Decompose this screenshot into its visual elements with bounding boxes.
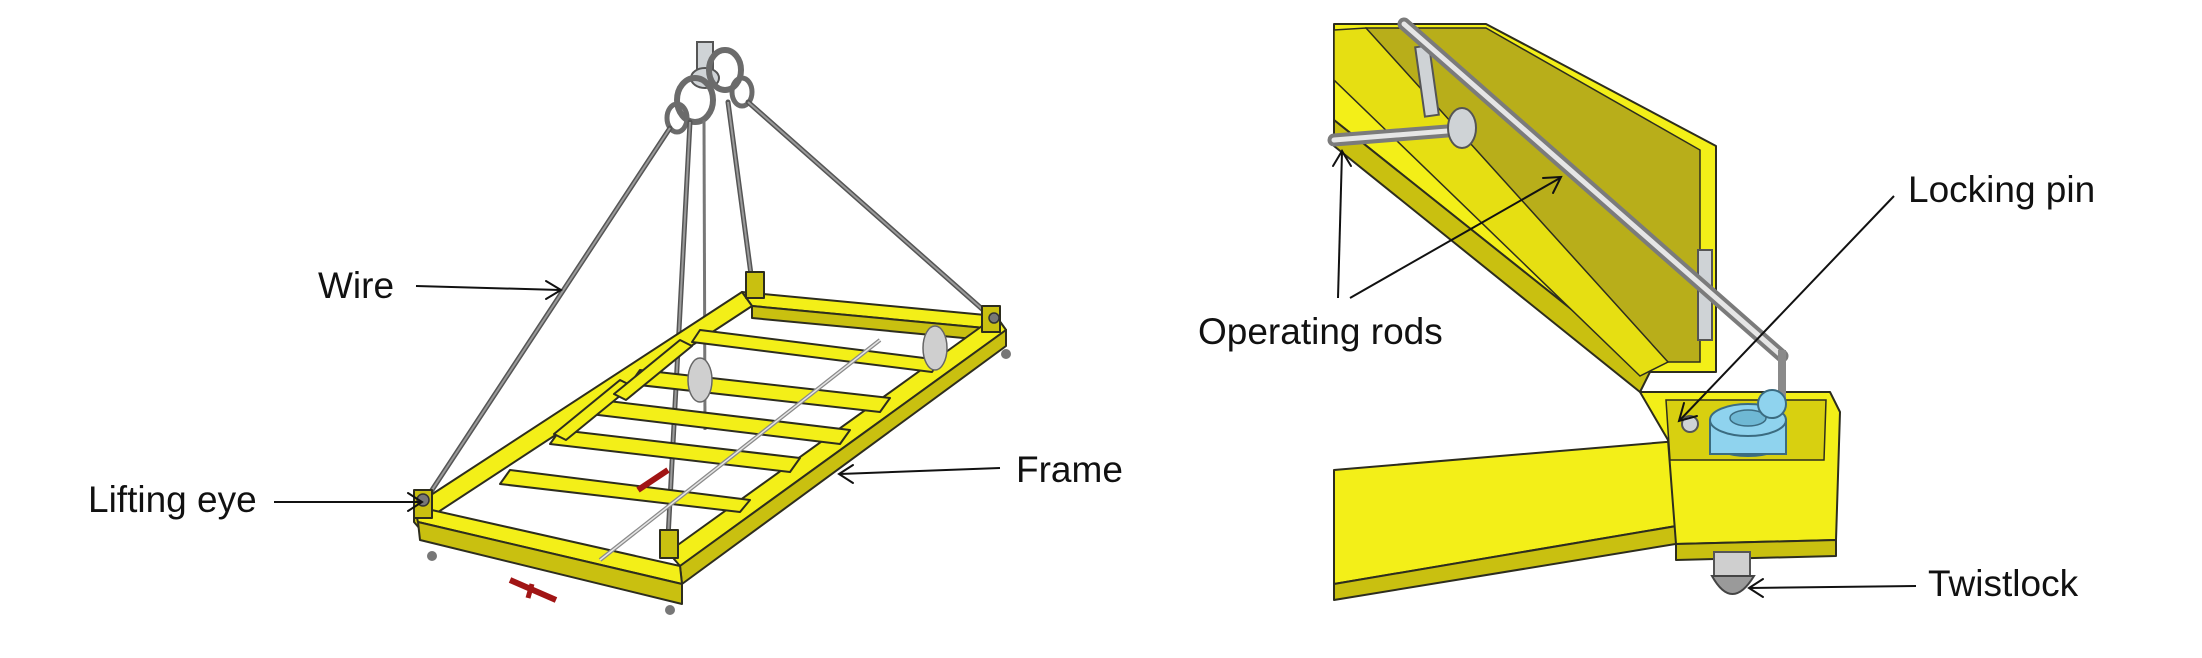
- label-lifting-eye: Lifting eye: [88, 479, 424, 520]
- label-twistlock: Twistlock: [1747, 563, 2079, 604]
- svg-text:Lifting eye: Lifting eye: [88, 479, 257, 520]
- hook-shackle: [664, 41, 755, 135]
- svg-text:Operating rods: Operating rods: [1198, 311, 1443, 352]
- lifting-frame-drawing: [413, 41, 1011, 615]
- red-marker-parts: [508, 467, 670, 603]
- svg-text:Wire: Wire: [318, 265, 394, 306]
- label-frame: Frame: [837, 449, 1123, 490]
- twistlock-mechanism: [1681, 389, 1787, 457]
- label-wire: Wire: [318, 265, 563, 306]
- svg-text:Frame: Frame: [1016, 449, 1123, 490]
- label-operating-rods: Operating rods: [1198, 149, 1563, 352]
- label-locking-pin: Locking pin: [1677, 169, 2095, 423]
- svg-text:Twistlock: Twistlock: [1928, 563, 2079, 604]
- svg-text:Locking pin: Locking pin: [1908, 169, 2095, 210]
